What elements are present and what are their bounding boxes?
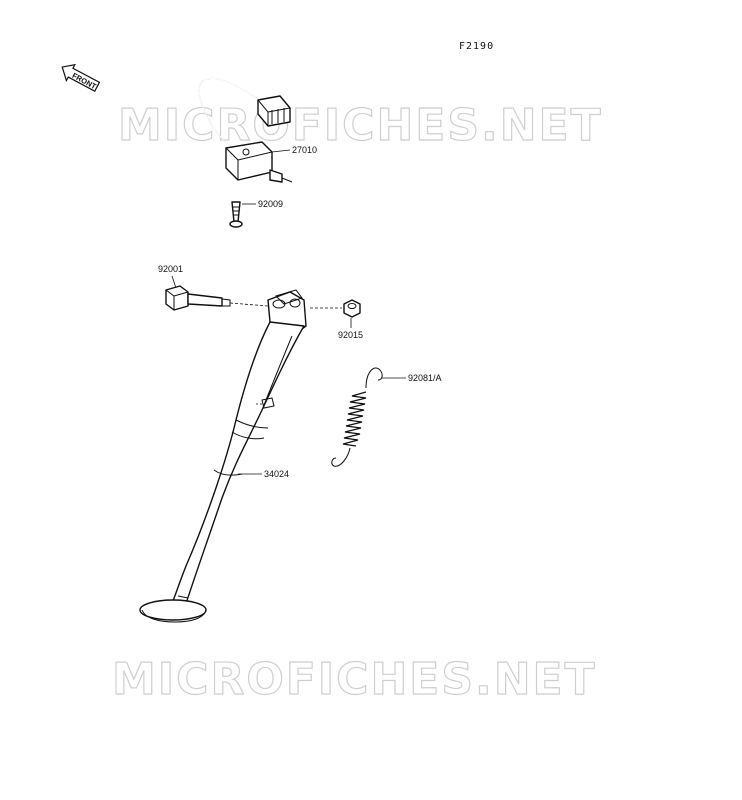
side-stand-34024 bbox=[139, 289, 307, 623]
label-27010: 27010 bbox=[292, 145, 317, 155]
figure-code: F2190 bbox=[459, 41, 494, 52]
label-92015: 92015 bbox=[338, 330, 363, 340]
pivot-bolt-92001 bbox=[165, 285, 231, 311]
label-34024: 34024 bbox=[264, 469, 289, 479]
spring-92081a bbox=[331, 367, 383, 467]
nut-92015 bbox=[343, 299, 361, 318]
screw-92009 bbox=[229, 201, 243, 228]
label-92009: 92009 bbox=[258, 199, 283, 209]
label-92001: 92001 bbox=[158, 264, 183, 274]
front-arrow-icon: FRONT bbox=[61, 63, 101, 92]
watermark-top: MICROFICHES.NET bbox=[118, 100, 603, 151]
side-stand-switch bbox=[198, 77, 293, 183]
label-92081a: 92081/A bbox=[408, 373, 442, 383]
watermark-bottom: MICROFICHES.NET bbox=[112, 654, 597, 705]
